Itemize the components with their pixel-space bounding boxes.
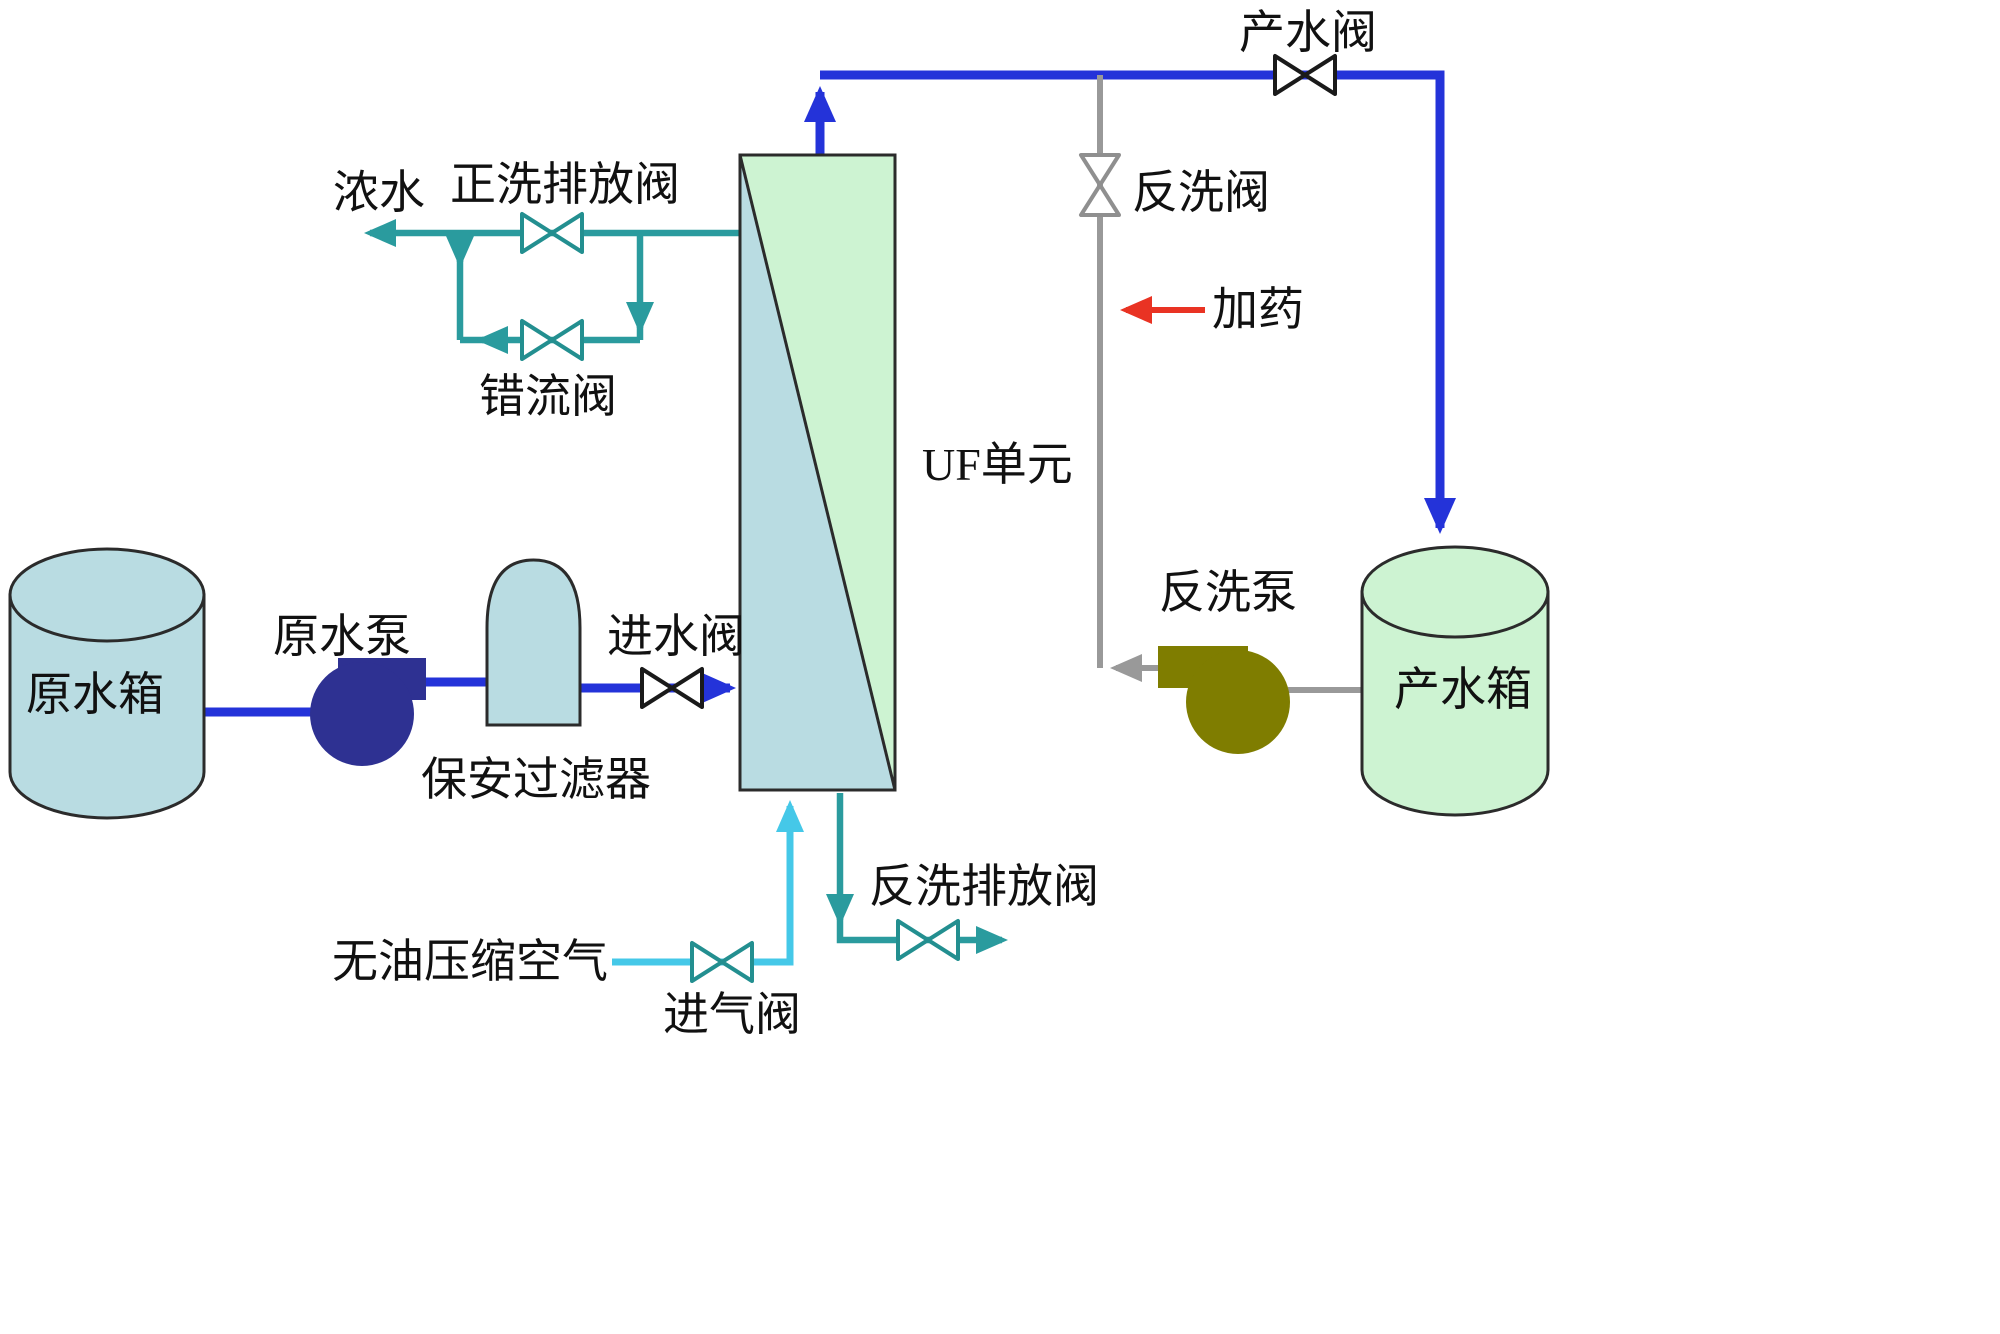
forward-wash-drain-valve-label: 正洗排放阀 — [450, 159, 680, 210]
backwash-pump — [1158, 646, 1290, 754]
uf-unit-label: UF单元 — [922, 439, 1073, 490]
forward-wash-drain-valve — [520, 212, 584, 254]
raw-water-pump-label: 原水泵 — [273, 611, 411, 662]
product-water-tank — [1360, 545, 1550, 817]
oil-free-compressed-air-label: 无油压缩空气 — [332, 936, 608, 987]
inlet-valve — [640, 667, 704, 709]
security-filter — [485, 558, 582, 727]
concentrate-label: 浓水 — [333, 167, 425, 218]
air-pipe — [612, 800, 804, 966]
crossflow-valve — [520, 319, 584, 361]
dosing-label: 加药 — [1212, 284, 1304, 335]
product-valve — [1273, 54, 1337, 96]
raw-water-tank-label: 原水箱 — [26, 669, 164, 720]
inlet-valve-label: 进水阀 — [607, 611, 745, 662]
backwash-pump-label: 反洗泵 — [1159, 567, 1297, 618]
product-water-tank-label: 产水箱 — [1394, 664, 1532, 715]
product-valve-label: 产水阀 — [1239, 7, 1377, 58]
raw-water-pump — [310, 658, 426, 766]
air-inlet-valve-label: 进气阀 — [663, 989, 801, 1040]
backwash-valve — [1079, 153, 1121, 217]
uf-unit — [738, 153, 897, 792]
air-inlet-valve — [690, 941, 754, 983]
backwash-valve-label: 反洗阀 — [1132, 167, 1270, 218]
product-pipe-top — [820, 70, 1456, 534]
backwash-drain-valve — [896, 919, 960, 961]
raw-water-tank — [8, 547, 206, 820]
security-filter-label: 保安过滤器 — [421, 754, 651, 805]
crossflow-valve-label: 错流阀 — [479, 371, 617, 422]
backwash-drain-valve-label: 反洗排放阀 — [869, 861, 1099, 912]
